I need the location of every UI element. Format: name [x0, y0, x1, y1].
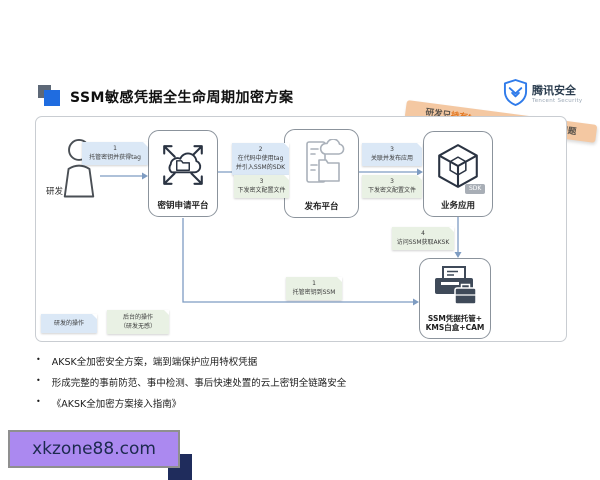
node-label: 发布平台 [304, 202, 339, 212]
step-note-5: 1 托管密钥到SSM [286, 277, 342, 300]
title-squares-icon [38, 85, 62, 107]
step-note-4: 4 访问SSM获取AKSK [392, 227, 454, 250]
developer-actor: 研发 [46, 137, 108, 209]
step-note-3c: 3 下发密文配置文件 [362, 175, 422, 198]
tencent-security-logo: 腾讯安全 Tencent Security [503, 78, 582, 111]
step-text: 托管密钥到SSM [292, 289, 336, 296]
bullet-marker: • [36, 397, 41, 406]
bullet-text: AKSK全加密安全方案，端到端保护应用特权凭据 [51, 357, 258, 368]
legend-dev-operations: 研发的操作 [41, 314, 97, 333]
step-text-line2: 并引入SSM的SDK [235, 164, 286, 171]
step-number: 3 [259, 178, 264, 185]
architecture-diagram: 研发 密钥申请平台 [35, 116, 567, 342]
shield-icon [503, 78, 528, 111]
watermark: xkzone88.com [8, 430, 180, 468]
step-number: 2 [258, 146, 263, 153]
step-note-3b: 3 关联并发布应用 [362, 143, 422, 166]
node-ssm-kms-cam: SSM凭据托管+ KMS白盒+CAM [419, 258, 491, 339]
step-number: 4 [421, 230, 425, 237]
step-note-1: 1 托管密钥并获得tag [82, 142, 148, 165]
logo-name: 腾讯安全 [532, 84, 576, 98]
bullet-marker: • [36, 355, 41, 364]
node-label: SSM凭据托管+ KMS白盒+CAM [426, 314, 485, 334]
node-label-line1: SSM凭据托管+ [427, 313, 483, 323]
bullet-item: • 形成完整的事前防范、事中检测、事后快速处置的云上密钥全链路安全 [36, 375, 566, 389]
node-business-app: SDK 业务应用 [423, 131, 493, 217]
legend-backend-operations: 后台的操作 （研发无感） [107, 310, 169, 334]
node-label: 业务应用 [440, 201, 475, 211]
node-label-line2: KMS白盒+CAM [425, 323, 485, 333]
bullet-text: 形成完整的事前防范、事中检测、事后快速处置的云上密钥全链路安全 [51, 378, 347, 389]
bullet-marker: • [36, 376, 41, 385]
summary-bullets: • AKSK全加密安全方案，端到端保护应用特权凭据 • 形成完整的事前防范、事中… [36, 354, 566, 417]
legend-label: 研发的操作 [53, 320, 84, 327]
page-title: SSM敏感凭据全生命周期加密方案 [70, 90, 294, 106]
bullet-item: • 《AKSK全加密方案接入指南》 [36, 396, 566, 410]
step-text: 下发密文配置文件 [367, 187, 416, 194]
legend-label-line2: （研发无感） [119, 323, 156, 330]
step-text: 关联并发布应用 [370, 155, 413, 162]
node-key-platform: 密钥申请平台 [148, 130, 218, 217]
bullet-item: • AKSK全加密安全方案，端到端保护应用特权凭据 [36, 354, 566, 368]
cube-icon [424, 132, 492, 199]
step-text: 在代码中使用tag [237, 155, 284, 162]
step-note-3a: 3 下发密文配置文件 [234, 175, 289, 198]
step-number: 1 [113, 145, 117, 152]
step-number: 3 [390, 178, 394, 185]
step-note-2: 2 在代码中使用tag 并引入SSM的SDK [232, 143, 289, 175]
connector-arrows [100, 168, 462, 306]
step-number: 1 [312, 280, 316, 287]
person-icon [63, 139, 95, 198]
actor-label: 研发 [46, 187, 64, 197]
node-label: 密钥申请平台 [157, 201, 209, 211]
legend-label-line1: 后台的操作 [122, 314, 153, 321]
bullet-text: 《AKSK全加密方案接入指南》 [51, 399, 182, 410]
node-release-platform: 发布平台 [284, 129, 359, 218]
release-doc-cloud-icon [285, 130, 358, 200]
step-text: 托管密钥并获得tag [89, 154, 141, 161]
credential-vault-icon [420, 259, 490, 314]
step-text: 下发密文配置文件 [237, 187, 286, 194]
sdk-badge: SDK [465, 184, 486, 194]
logo-subtitle: Tencent Security [532, 97, 583, 104]
step-text: 访问SSM获取AKSK [396, 239, 450, 246]
cloud-key-expand-icon [149, 131, 217, 199]
step-number: 3 [390, 146, 394, 153]
